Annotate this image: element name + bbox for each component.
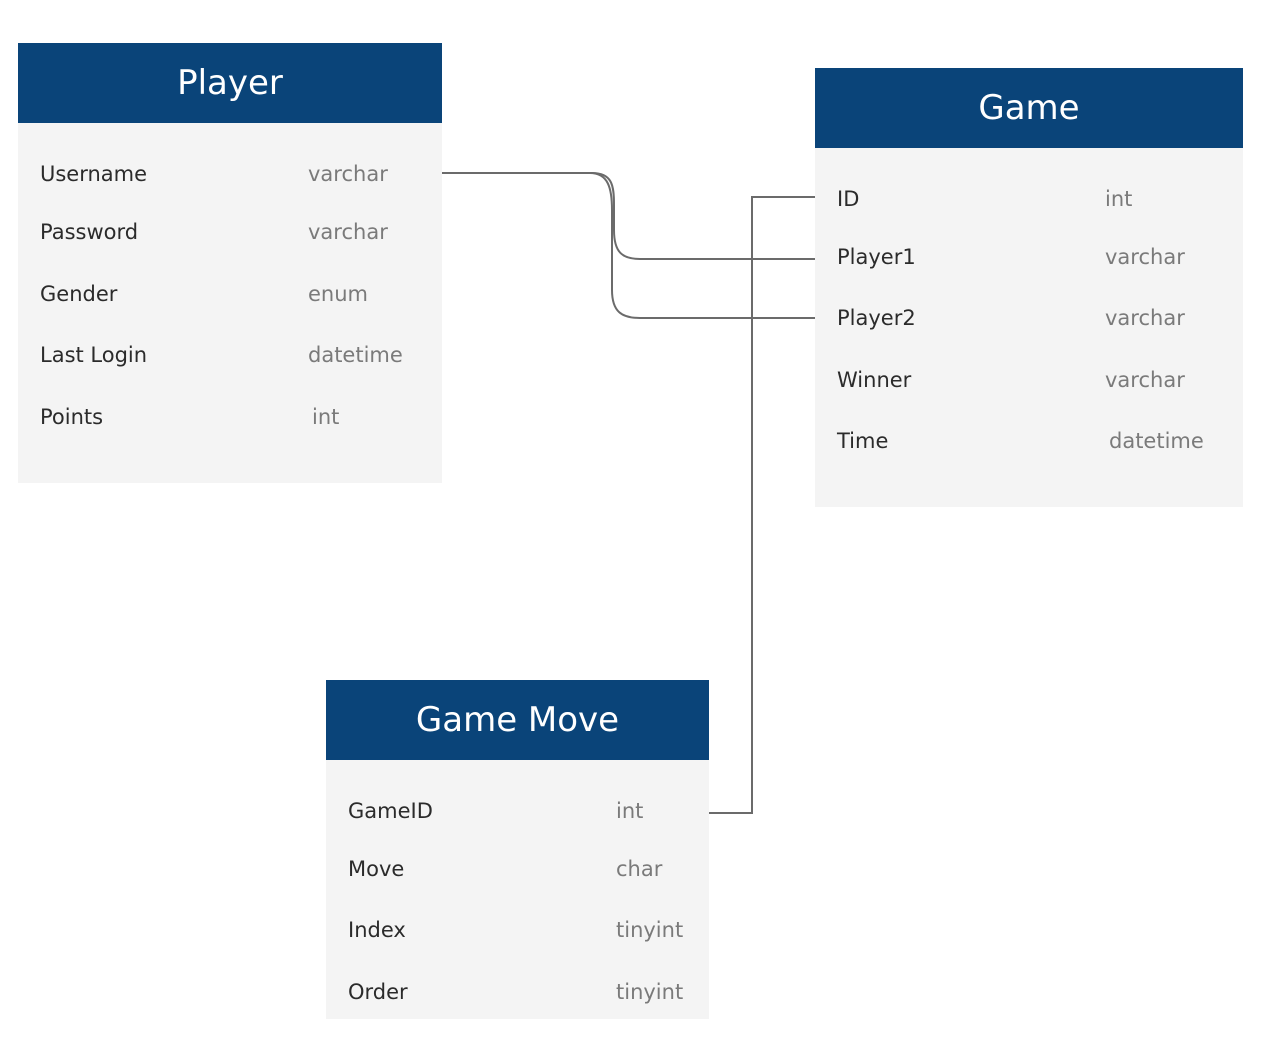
field-type: datetime	[308, 343, 403, 367]
game-table: Game ID int Player1 varchar Player2 varc…	[815, 68, 1243, 507]
field-name: Last Login	[40, 343, 148, 367]
field-type: varchar	[308, 162, 388, 186]
field-type: char	[616, 857, 663, 881]
game-field-row: Winner varchar	[815, 365, 1243, 395]
player-field-row: Password varchar	[18, 217, 442, 247]
player-field-row: Points int	[18, 402, 442, 432]
game-field-row: Player1 varchar	[815, 242, 1243, 272]
game-field-row: ID int	[815, 184, 1243, 214]
field-name: GameID	[348, 799, 433, 823]
player-field-row: Gender enum	[18, 279, 442, 309]
connector-gameid-id	[709, 196, 815, 814]
field-name: Winner	[837, 368, 912, 392]
game-move-field-row: Order tinyint	[326, 977, 709, 1007]
field-name: Time	[837, 429, 889, 453]
field-type: enum	[308, 282, 368, 306]
field-name: Username	[40, 162, 148, 186]
field-type: int	[1105, 187, 1133, 211]
field-type: tinyint	[616, 918, 684, 942]
field-type: varchar	[308, 220, 388, 244]
game-move-field-row: Index tinyint	[326, 915, 709, 945]
field-type: int	[616, 799, 644, 823]
field-type: int	[312, 405, 340, 429]
game-field-row: Player2 varchar	[815, 303, 1243, 333]
game-move-field-row: Move char	[326, 854, 709, 884]
connector-username-player2	[441, 172, 815, 319]
field-type: varchar	[1105, 368, 1185, 392]
field-type: tinyint	[616, 980, 684, 1004]
field-name: Index	[348, 918, 406, 942]
field-name: Player1	[837, 245, 916, 269]
field-name: Points	[40, 405, 104, 429]
connector-username-player1	[441, 172, 815, 260]
player-field-row: Last Login datetime	[18, 340, 442, 370]
game-table-title: Game	[815, 68, 1243, 148]
game-move-field-row: GameID int	[326, 796, 709, 826]
field-type: varchar	[1105, 306, 1185, 330]
field-name: ID	[837, 187, 860, 211]
field-name: Gender	[40, 282, 118, 306]
game-move-table-title: Game Move	[326, 680, 709, 760]
player-table-title: Player	[18, 43, 442, 123]
field-type: datetime	[1109, 429, 1204, 453]
game-field-row: Time datetime	[815, 426, 1243, 456]
player-table: Player Username varchar Password varchar…	[18, 43, 442, 483]
field-name: Order	[348, 980, 408, 1004]
player-field-row: Username varchar	[18, 159, 442, 189]
field-name: Move	[348, 857, 405, 881]
field-name: Player2	[837, 306, 916, 330]
game-move-table: Game Move GameID int Move char Index tin…	[326, 680, 709, 1019]
field-name: Password	[40, 220, 139, 244]
field-type: varchar	[1105, 245, 1185, 269]
